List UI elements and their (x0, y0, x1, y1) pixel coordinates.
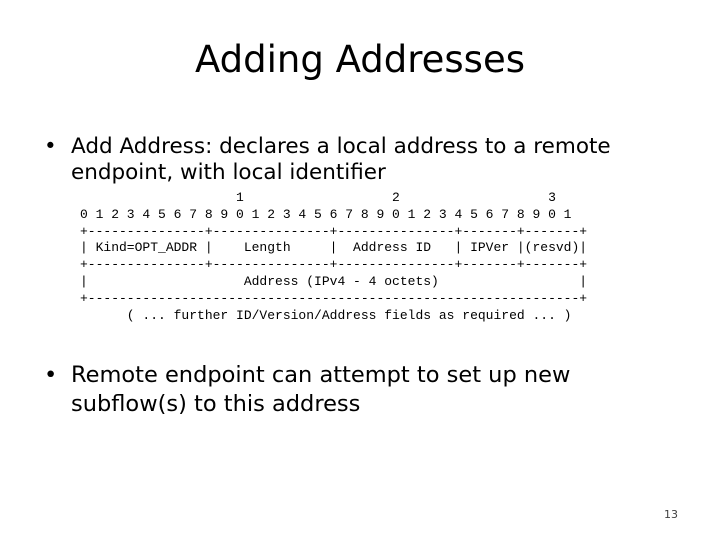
bullet-marker: • (44, 362, 58, 388)
diagram-fields-row: | Kind=OPT_ADDR | Length | Address ID | … (80, 240, 588, 256)
diagram-bit-tens: 1 2 3 (80, 190, 556, 205)
bullet-text: Remote endpoint can attempt to set up ne… (71, 362, 571, 417)
diagram-border-mid: +---------------+---------------+-------… (80, 257, 588, 273)
page-number: 13 (664, 508, 678, 521)
diagram-address-row: | Address (IPv4 - 4 octets) | (80, 273, 588, 289)
diagram-border-top: +---------------+---------------+-------… (80, 223, 588, 239)
slide-title: Adding Addresses (194, 38, 525, 81)
bullet-marker: • (44, 134, 57, 159)
bullet-text: Add Address: declares a local address to… (71, 134, 611, 185)
diagram-bit-units: 0 1 2 3 4 5 6 7 8 9 0 1 2 3 4 5 6 7 8 9 … (80, 206, 572, 222)
diagram-border-bottom: +---------------------------------------… (80, 290, 588, 306)
diagram-further-fields: ( ... further ID/Version/Address fields … (80, 307, 572, 323)
bullet-remote-endpoint: • Remote endpoint can attempt to set up … (44, 361, 664, 419)
bullet-add-address: • Add Address: declares a local address … (44, 134, 644, 186)
